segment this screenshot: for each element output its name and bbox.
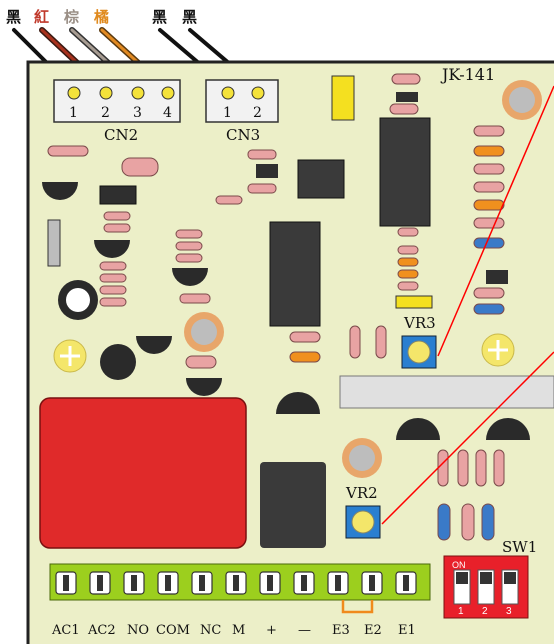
terminal-label-ac1: AC1 — [51, 623, 80, 638]
wire-label-red: 紅 — [34, 8, 49, 26]
terminal-label-e3: E3 — [332, 623, 350, 638]
terminal-label-m: M — [232, 623, 245, 638]
semi-transistor-3 — [172, 268, 208, 286]
terminal-label-nc: NC — [200, 623, 221, 638]
transistor-right — [486, 270, 508, 284]
semi-transistor-5 — [186, 378, 222, 396]
resistors — [47, 73, 505, 541]
ring-capacitor-2-center — [509, 87, 535, 113]
screw-left — [53, 339, 87, 373]
cn3-pin-2: 2 — [253, 105, 262, 121]
terminal-label-e2: E2 — [364, 623, 382, 638]
semi-transistor-6 — [276, 392, 320, 414]
ic-chip-left — [269, 221, 321, 327]
dip-pos-3: 3 — [506, 606, 512, 617]
trimmer-vr2-knob — [351, 510, 375, 534]
semi-transistor-2 — [94, 240, 130, 258]
terminal-screw-slots — [63, 575, 409, 591]
transistor-top — [99, 185, 137, 205]
sw1-label: SW1 — [502, 538, 537, 556]
speaker-hole — [66, 288, 90, 312]
transistor-vr — [396, 92, 418, 102]
ic-chip-small — [297, 159, 345, 199]
semi-transistor-8 — [486, 418, 530, 440]
dark-module — [260, 462, 326, 548]
terminal-label-no: NO — [127, 623, 149, 638]
terminal-label-com: COM — [156, 623, 190, 638]
cn2-pin-1: 1 — [69, 105, 78, 121]
terminal-label-minus: — — [298, 623, 311, 638]
cn3-pin-1: 1 — [223, 105, 232, 121]
pointer-line-vr3 — [437, 85, 554, 357]
yellow-capacitor — [331, 75, 355, 121]
ring-capacitor-3-center — [349, 445, 375, 471]
wire-label-black-2: 黑 — [152, 8, 167, 26]
wire-label-orange: 橘 — [93, 8, 109, 26]
ic-chip-main — [379, 117, 431, 227]
semi-transistor-7 — [396, 418, 440, 440]
dip-pos-2: 2 — [482, 606, 488, 617]
cn2-label: CN2 — [104, 126, 138, 144]
antenna-slot — [339, 375, 554, 409]
transistor-mid — [256, 164, 278, 178]
dip-on-label: ON — [452, 560, 466, 570]
cn2-pin-2: 2 — [101, 105, 110, 121]
semi-transistor-1 — [42, 182, 78, 200]
cn3-label: CN3 — [226, 126, 260, 144]
model-label: JK-141 — [440, 65, 495, 84]
wire-label-black-1: 黑 — [6, 8, 21, 26]
cn2-pin-3: 3 — [133, 105, 142, 121]
buzzer-black — [100, 344, 136, 380]
wire-label-black-3: 黑 — [182, 8, 197, 26]
cn2-connector: 1 2 3 4 — [53, 79, 181, 123]
yellow-bar — [395, 295, 433, 309]
screw-right — [481, 333, 515, 367]
terminal-label-e1: E1 — [398, 623, 416, 638]
vertical-crystal — [47, 219, 61, 267]
vr2-label: VR2 — [345, 484, 378, 502]
jumper-e3-e2 — [341, 600, 374, 614]
terminal-label-ac2: AC2 — [87, 623, 116, 638]
dip-pos-1: 1 — [458, 606, 464, 617]
cn2-pin-4: 4 — [163, 105, 172, 121]
trimmer-vr3-knob — [407, 340, 431, 364]
ring-capacitor-1-center — [191, 319, 217, 345]
wire-label-brown: 棕 — [64, 8, 79, 26]
terminal-label-plus: + — [266, 623, 277, 638]
cn3-connector: 1 2 — [205, 79, 279, 123]
semi-transistor-4 — [136, 336, 172, 354]
relay — [39, 397, 247, 549]
vr3-label: VR3 — [403, 314, 436, 332]
pointer-line-vr2 — [381, 351, 554, 525]
